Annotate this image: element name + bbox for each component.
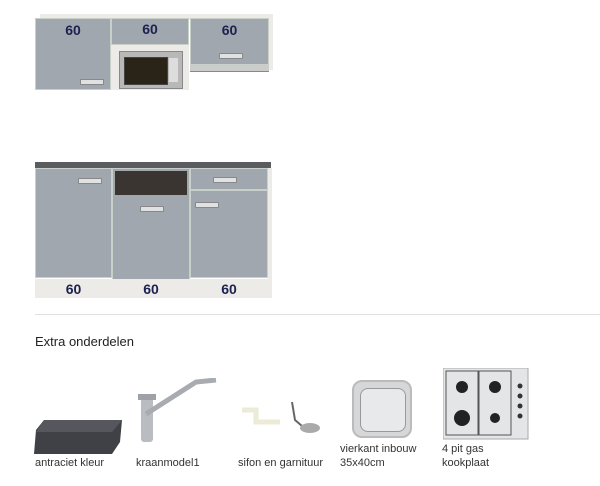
width-label: 60 [65,22,81,38]
extra-label: antraciet kleur [35,457,105,469]
extra-label: kookplaat [442,457,490,469]
microwave-icon [119,51,183,89]
gas-hob-icon [443,368,529,440]
handle [78,178,102,184]
lower-cabinet-3[interactable] [190,190,268,278]
sink-icon [352,380,412,438]
upper-cabinet-2[interactable]: 60 [111,18,189,45]
width-label: 60 [221,22,238,38]
extra-label: 4 pit gas [442,443,484,455]
handle [140,206,164,212]
upper-cabinet-1[interactable]: 60 [35,18,111,90]
upper-cabinet-3[interactable]: 60 [190,18,269,65]
extra-label: sifon en garnituur [238,457,323,469]
plinth: 60 60 60 [35,279,268,298]
width-label: 60 [143,281,159,297]
siphon-icon [242,401,320,433]
extra-label: vierkant inbouw [340,443,417,455]
width-label: 60 [142,21,158,37]
handle [80,79,104,85]
dishwasher-rack-icon [115,171,187,195]
cabinet-top [40,14,272,20]
width-label: 60 [65,281,82,297]
range-hood [190,65,269,72]
extras-heading: Extra onderdelen [35,334,135,349]
cabinet-side [268,168,272,298]
countertop [35,162,271,168]
handle [213,177,237,183]
extra-label: kraanmodel1 [136,457,200,469]
extra-label: 35x40cm [340,457,385,469]
handle [219,53,243,59]
faucet-icon [138,378,217,442]
drawer[interactable] [190,168,268,190]
width-label: 60 [221,281,237,297]
countertop-icon [34,420,122,454]
handle [195,202,219,208]
divider [35,314,600,315]
dishwasher[interactable] [112,168,190,280]
lower-cabinet-1[interactable] [35,168,112,278]
cabinet-side [269,14,273,70]
